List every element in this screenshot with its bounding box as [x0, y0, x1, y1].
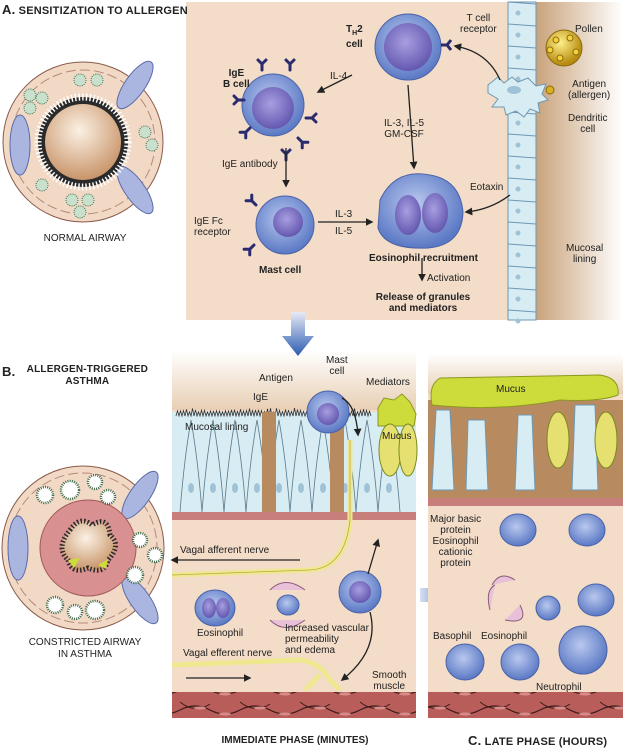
panel-b-title-line2: ASTHMA: [65, 376, 109, 387]
panel-a-heading: A. SENSITIZATION TO ALLERGEN: [2, 2, 188, 17]
mast-cell-b-top: [307, 391, 349, 433]
mast-cell-b-bottom: [339, 571, 381, 613]
normal-airway: [3, 56, 163, 222]
ige-antibody-label: IgE antibody: [222, 159, 278, 170]
panel-b-heading: B. ALLERGEN-TRIGGERED ASTHMA: [2, 364, 148, 388]
eosinophil-label-b: Eosinophil: [197, 628, 243, 639]
neutrophil-label: Neutrophil: [536, 682, 582, 693]
panel-b-artwork: [172, 350, 417, 718]
ige-b-cell-label: IgEB cell: [223, 68, 250, 90]
mucosal-lining-cells: [508, 2, 536, 324]
mucus-label-c: Mucus: [496, 384, 525, 395]
vascular-permeability-label: Increased vascularpermeabilityand edema: [285, 623, 369, 656]
major-basic-protein-label: Major basicproteinEosinophilcationicprot…: [430, 514, 481, 569]
eosinophil-a: [378, 174, 463, 248]
mucus-label-b: Mucus: [382, 431, 411, 442]
smooth-muscle-b: [172, 692, 416, 718]
t-cell-receptor-label: T cellreceptor: [460, 13, 497, 35]
antigen-particle: [546, 86, 554, 94]
panel-c-title: LATE PHASE (HOURS): [485, 736, 608, 748]
ige-label-b: IgE: [253, 392, 268, 403]
mast-cell-label: Mast cell: [259, 265, 301, 276]
airway-lumen: [45, 104, 121, 180]
neutrophil: [559, 626, 607, 674]
constricted-airway-caption: CONSTRICTED AIRWAYIN ASTHMA: [15, 637, 155, 661]
ige-b-cell: [242, 74, 304, 136]
release-granules-label: Release of granulesand mediators: [373, 292, 473, 314]
normal-airway-caption: NORMAL AIRWAY: [40, 233, 130, 244]
il5-label: IL-5: [335, 226, 352, 237]
basophil-label: Basophil: [433, 631, 471, 642]
mast-cell-a: [256, 196, 314, 254]
mucosal-lining-label-b: Mucosal lining: [185, 422, 248, 433]
pollen-label: Pollen: [575, 24, 603, 35]
constricted-airway: [2, 466, 164, 630]
eosinophil-b: [195, 590, 235, 626]
damaged-junction: [262, 412, 276, 512]
basophil: [446, 644, 484, 680]
mediators-label: Mediators: [366, 377, 410, 388]
panel-a-letter: A.: [2, 2, 15, 17]
eosinophil-recruitment-label: Eosinophil recruitment: [369, 253, 478, 264]
antigen-label-b: Antigen: [259, 373, 293, 384]
gland: [10, 115, 30, 175]
smooth-muscle-c: [428, 692, 623, 718]
il3-il5-gmcsf-label: IL-3, IL-5GM-CSF: [384, 118, 424, 140]
panel-c-letter: C.: [468, 733, 481, 748]
ige-fc-receptor-label: IgE Fcreceptor: [194, 216, 231, 238]
mucosal-lining-a-label: Mucosallining: [566, 243, 603, 265]
dendritic-cell-label: Dendriticcell: [568, 113, 607, 135]
panel-b-letter: B.: [2, 364, 15, 379]
activation-label: Activation: [427, 273, 470, 284]
antigen-allergen-label: Antigen(allergen): [568, 79, 610, 101]
th2-cell-label: TH2 cell: [346, 24, 363, 50]
panel-c-heading: C. LATE PHASE (HOURS): [468, 733, 607, 748]
smooth-muscle-label: Smoothmuscle: [372, 670, 406, 692]
immediate-phase-caption: IMMEDIATE PHASE (MINUTES): [180, 735, 410, 746]
eotaxin-label: Eotaxin: [470, 182, 503, 193]
panel-b-title-line1: ALLERGEN-TRIGGERED: [27, 364, 148, 375]
panel-a-title: SENSITIZATION TO ALLERGEN: [19, 5, 188, 17]
basement-membrane-b: [172, 512, 416, 520]
constricted-lumen: [62, 521, 116, 570]
vagal-afferent-label: Vagal afferent nerve: [180, 545, 269, 556]
il3-label: IL-3: [335, 209, 352, 220]
il4-label: IL-4: [330, 71, 347, 82]
eosinophil-c: [501, 644, 539, 680]
eosinophil-label-c: Eosinophil: [481, 631, 527, 642]
mast-cell-label-b: Mastcell: [326, 355, 348, 377]
vagal-efferent-label: Vagal efferent nerve: [183, 648, 272, 659]
